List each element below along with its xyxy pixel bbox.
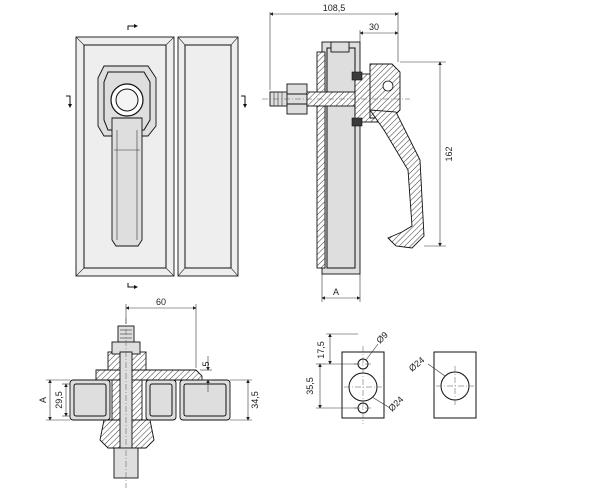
dim-height-29-5: 29,5: [54, 391, 64, 409]
dim-hole-9: Ø9: [374, 330, 390, 346]
front-door-panel-right: [177, 36, 239, 277]
dim-cutout-35-5: 35,5: [305, 377, 315, 395]
cutout-plate-right: [433, 351, 477, 419]
cutout-detail-right: Ø24: [407, 351, 477, 419]
dim-gap-5: 5: [201, 361, 211, 366]
escutcheon-section: [95, 369, 203, 381]
dim-cutout-17-5: 17,5: [316, 341, 326, 359]
dim-height-34-5: 34,5: [250, 391, 260, 409]
section-profile-right: [179, 379, 231, 421]
dim-offset-30: 30: [369, 22, 379, 32]
cutout-detail-left: 17,5 35,5 Ø9 Ø24: [305, 330, 405, 424]
bottom-section-view: [69, 318, 231, 488]
side-view: [262, 41, 425, 275]
handle-lever: [111, 117, 143, 247]
dim-hole-24-right: Ø24: [407, 355, 426, 374]
front-view: [66, 24, 247, 289]
dim-overall-width: 108,5: [323, 3, 346, 13]
side-lever-section: [369, 109, 425, 249]
dim-offset-60: 60: [156, 297, 166, 307]
dim-height-162: 162: [444, 146, 454, 161]
side-view-dimensions: 108,5 30 162 A: [269, 3, 454, 302]
dim-side-a: A: [333, 287, 339, 297]
dim-a-left: A: [38, 397, 48, 403]
side-door-profile: [321, 41, 361, 275]
bottom-view-dimensions: 60 5 A 29,5 34,5: [38, 297, 260, 421]
dim-hole-24-left: Ø24: [386, 394, 405, 413]
section-profile-left: [69, 379, 111, 421]
